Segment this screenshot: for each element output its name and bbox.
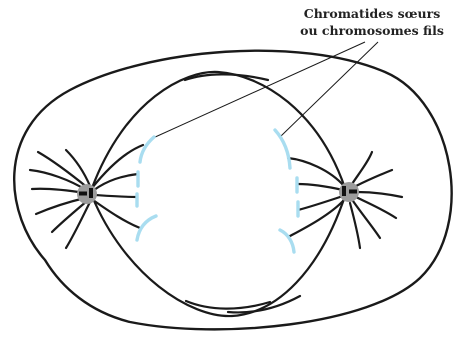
centrosome-left (77, 184, 97, 204)
spindle-fiber-outer-top (92, 72, 345, 188)
chromatid-right-4 (280, 230, 294, 252)
centriole-left-vertical (89, 188, 93, 198)
centriole-right-vertical (342, 186, 346, 196)
spindle-fiber-overlap-bottom-left (186, 301, 270, 309)
chromatid-left-4 (137, 216, 156, 240)
spindle-fiber-outer-bottom (92, 196, 345, 316)
kinetochore-fiber-left-3 (95, 195, 137, 197)
astral-ray-right-3 (357, 192, 402, 197)
chromatid-right-1 (275, 130, 290, 168)
astral-ray-right-2 (356, 170, 392, 186)
centrosome-right (339, 182, 359, 202)
chromatid-left-1 (140, 137, 154, 162)
kinetochore-fiber-right-2 (298, 184, 343, 190)
astral-ray-left-4 (36, 198, 85, 214)
astral-ray-left-3 (32, 189, 85, 193)
centriole-left-horizontal (79, 192, 87, 196)
label-line-2: ou chromosomes fils (300, 23, 444, 38)
centriole-right-horizontal (349, 190, 357, 194)
label-line-1: Chromatides sœurs (304, 6, 441, 21)
chromatids (137, 130, 298, 252)
kinetochore-fiber-left-1 (92, 145, 143, 188)
